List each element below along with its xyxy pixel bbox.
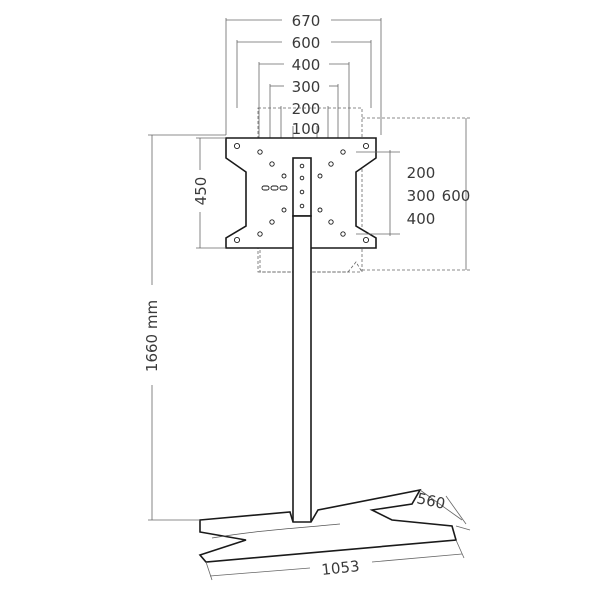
v200-label: 200: [407, 164, 436, 182]
dim-600-label: 600: [292, 34, 321, 52]
bw-line-right: [371, 553, 463, 563]
v400-label: 400: [407, 210, 436, 228]
base-curve: [211, 523, 341, 539]
dim-300-label: 300: [292, 78, 321, 96]
hole-b2: [328, 161, 334, 167]
hole-tr: [362, 142, 370, 150]
depth-ext-top: [419, 489, 463, 521]
v300-label: 300: [407, 187, 436, 205]
base-plate: [198, 488, 458, 563]
width-dimensions: 670 600 400 300 200 100: [225, 12, 382, 140]
bracket-hole-2: [299, 175, 305, 181]
height-label: 1660 mm: [143, 300, 161, 372]
hole-a1: [257, 149, 263, 155]
bracket-hole-3: [299, 189, 305, 195]
dim-400-label: 400: [292, 56, 321, 74]
hole-c3: [281, 207, 287, 213]
hole-bl: [233, 236, 241, 244]
hole-a3: [257, 231, 263, 237]
hole-b1: [269, 161, 275, 167]
bracket-hole-4: [299, 203, 305, 209]
bw-ext-right: [455, 539, 465, 559]
hole-c1: [281, 173, 287, 179]
hole-br: [362, 236, 370, 244]
slot-2: [270, 185, 279, 191]
hole-tl: [233, 142, 241, 150]
slot-3: [279, 185, 288, 191]
dashed-outlines: [257, 107, 470, 273]
vertical-spacing-dimensions: 200 300 400 600: [356, 150, 470, 236]
depth-label: 560: [415, 489, 447, 513]
dim-200-label: 200: [292, 100, 321, 118]
bracket-hole-1: [299, 163, 305, 169]
base-width-label: 1053: [321, 557, 361, 579]
dim-670-label: 670: [292, 12, 321, 30]
depth-line: [445, 495, 467, 525]
height-dimension: 1660 mm: [143, 134, 226, 521]
plate-height-dimension: 450: [192, 137, 226, 249]
hole-b3: [269, 219, 275, 225]
vesa-mounting-plate: [225, 137, 377, 249]
bw-ext-left: [205, 561, 213, 581]
hole-c2: [317, 173, 323, 179]
depth-ext-bottom: [455, 525, 471, 531]
stand-pole: [292, 215, 312, 527]
hole-a4: [340, 231, 346, 237]
bw-line-left: [209, 567, 311, 577]
hole-b4: [328, 219, 334, 225]
base-width-dimension: 1053: [205, 539, 465, 581]
dim-100-label: 100: [292, 120, 321, 138]
depth-dimension: 560: [415, 489, 471, 531]
h450-label: 450: [192, 177, 210, 206]
slot-1: [261, 185, 270, 191]
v600-label: 600: [442, 187, 471, 205]
hole-a2: [340, 149, 346, 155]
stand-base: [198, 488, 458, 563]
outline-bottom-notch: [259, 250, 363, 273]
hole-c4: [317, 207, 323, 213]
